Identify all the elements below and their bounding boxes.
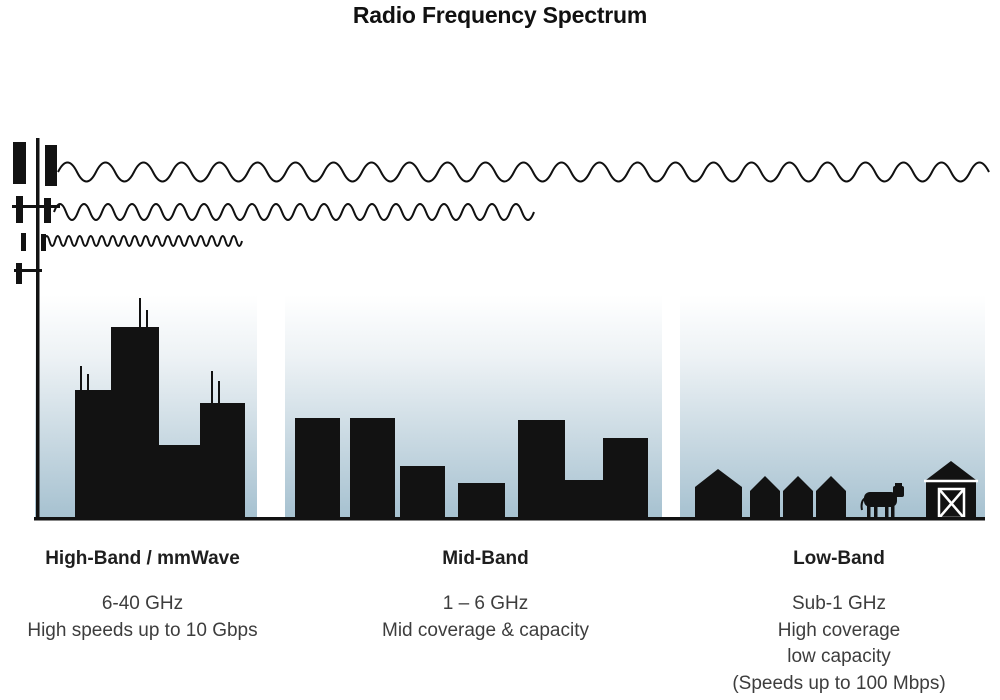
building-antenna [218, 381, 220, 405]
tower-antenna-right-2 [41, 234, 46, 251]
tower-panel-left [13, 142, 26, 184]
band-label-midband: Mid-Band 1 – 6 GHz Mid coverage & capaci… [353, 548, 618, 644]
tower-crossbar-2 [14, 269, 42, 272]
house-icon [783, 476, 813, 518]
tower-crossbar-1 [12, 205, 60, 208]
cow-icon [860, 483, 904, 517]
band-description: (Speeds up to 100 Mbps) [732, 672, 946, 694]
tower-antenna-left-1 [16, 196, 23, 223]
tower-panel-right [45, 145, 57, 186]
cow-leg [874, 504, 878, 517]
building [295, 418, 340, 518]
building-antenna [146, 310, 148, 329]
building [400, 466, 445, 518]
cow-horns [895, 483, 902, 486]
tower-antenna-left-3 [16, 263, 22, 284]
band-details-lowband: Sub-1 GHz High coverage low capacity (Sp… [698, 591, 980, 697]
building-antenna [80, 366, 82, 392]
cow-body [864, 492, 897, 507]
building [75, 390, 111, 518]
band-description: High coverage [777, 619, 901, 641]
cell-tower-icon [12, 138, 60, 520]
ground-line [34, 517, 985, 521]
building [518, 420, 565, 518]
band-frequency: Sub-1 GHz [792, 593, 886, 614]
barn-door-cross-2 [938, 488, 965, 519]
mid-wavelength-wave-icon [53, 203, 535, 221]
cow-leg [885, 504, 889, 517]
building [200, 403, 245, 518]
band-name-lowband: Low-Band [793, 548, 885, 569]
skyline-midband [295, 418, 648, 518]
building-antenna [139, 298, 141, 329]
band-description: low capacity [787, 646, 891, 667]
building [603, 438, 648, 518]
radio-waves [43, 161, 990, 247]
band-name-midband: Mid-Band [442, 548, 529, 569]
house-icon [695, 469, 742, 518]
cow-leg [891, 504, 895, 517]
tower-mast [36, 138, 40, 520]
short-wavelength-wave-icon [43, 235, 243, 247]
cow-head [893, 486, 904, 497]
band-description: High speeds up to 10 Gbps [27, 619, 258, 641]
building [159, 445, 200, 518]
band-description: Mid coverage & capacity [382, 619, 589, 641]
band-details-highband: 6-40 GHz High speeds up to 10 Gbps [20, 591, 265, 644]
band-frequency: 6-40 GHz [101, 593, 184, 614]
tower-antenna-right-1 [44, 198, 51, 223]
long-wavelength-wave-icon [57, 161, 990, 183]
house-icon [750, 476, 780, 518]
skyline-highband [75, 298, 245, 518]
building [111, 327, 159, 518]
house-icon [816, 476, 846, 518]
building-antenna [211, 371, 213, 405]
tower-antenna-left-2 [21, 233, 26, 251]
band-name-highband: High-Band / mmWave [45, 548, 240, 569]
cow-leg [867, 504, 871, 517]
band-frequency: 1 – 6 GHz [442, 593, 529, 614]
rural-lowband [695, 461, 978, 520]
building [458, 483, 505, 518]
band-label-lowband: Low-Band Sub-1 GHz High coverage low cap… [698, 548, 980, 697]
diagram-title: Radio Frequency Spectrum [352, 2, 648, 28]
band-label-highband: High-Band / mmWave 6-40 GHz High speeds … [20, 548, 265, 644]
building [565, 480, 603, 518]
building [350, 418, 395, 518]
building-antenna [87, 374, 89, 392]
band-details-midband: 1 – 6 GHz Mid coverage & capacity [353, 591, 618, 644]
